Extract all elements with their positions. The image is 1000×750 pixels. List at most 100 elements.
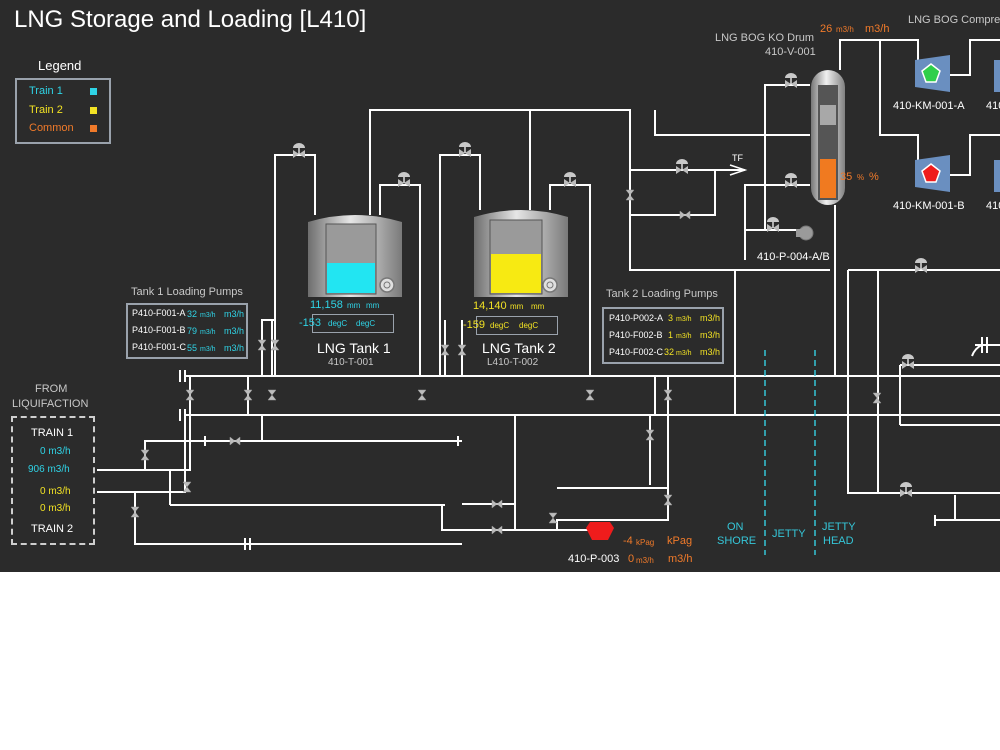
piping-diagram: [97, 39, 1000, 555]
heat-exchanger-fragment: [971, 337, 988, 357]
pump-p003-flow-unit: m3/h: [668, 553, 693, 565]
tank1-temp-box: [312, 314, 394, 333]
tf-label: TF: [732, 153, 743, 163]
tank2-pump-a-unit: m3/h: [700, 313, 721, 323]
pump-p004[interactable]: [796, 225, 814, 241]
liquifaction-title-line2: LIQUIFACTION: [12, 398, 89, 410]
area-boundaries: [764, 350, 816, 555]
compressor-c-tag: 410: [986, 100, 1000, 112]
bog-compressor-a[interactable]: [915, 55, 950, 92]
bog-flow-unit-small: m3/h: [836, 25, 854, 34]
tank2-pumps-title: Tank 2 Loading Pumps: [606, 288, 718, 300]
tank1-pump-b-value: 79: [187, 326, 198, 336]
tank1-temp-unit-small: degC: [328, 319, 348, 328]
legend-train2-swatch: [90, 107, 97, 114]
train2-flow-b: 0 m3/h: [40, 503, 71, 514]
page-title: LNG Storage and Loading [L410]: [14, 6, 367, 33]
pump-p003-pressure-value: -4: [623, 535, 633, 547]
tank1-pump-b-unit: m3/h: [224, 326, 245, 336]
zone-jetty-head-line2: HEAD: [823, 535, 854, 547]
tank2-name: LNG Tank 2: [482, 340, 556, 356]
legend-title: Legend: [38, 58, 82, 73]
bog-level-value: 35: [840, 171, 853, 183]
tank1-name: LNG Tank 1: [317, 340, 391, 356]
bog-level-unit-small: %: [857, 173, 865, 182]
bog-compressor-title: LNG BOG Compre: [908, 14, 1000, 26]
bog-drum-level-fill: [820, 159, 836, 198]
compressor-a-status-icon: [921, 63, 941, 83]
bog-ko-drum[interactable]: [811, 70, 845, 205]
tank1-pumps-title: Tank 1 Loading Pumps: [131, 286, 243, 298]
tank2-pump-b-unit: m3/h: [700, 330, 721, 340]
tank2-pump-a-value: 3: [668, 313, 674, 323]
pump-p003-flow-unit-small: m3/h: [636, 556, 654, 565]
tank2-level-value: 14,140: [473, 300, 507, 312]
tf-arrow-icon: [729, 164, 748, 176]
pump-p003-pressure-unit-small: kPag: [636, 538, 655, 547]
tank1-temp-unit: degC: [356, 319, 376, 328]
bog-compressor-b[interactable]: [915, 155, 950, 192]
tank2-tag: L410-T-002: [487, 357, 539, 368]
legend-common-swatch: [90, 125, 97, 132]
compressor-c-partial: [994, 60, 1000, 92]
lng-tank-1[interactable]: [308, 215, 402, 297]
compressor-b-status-icon: [921, 163, 941, 183]
tank2-pump-c-value: 32: [664, 347, 675, 357]
zone-jetty: JETTY: [772, 528, 806, 540]
pump-p003[interactable]: [586, 522, 614, 540]
zone-jetty-head-line1: JETTY: [822, 521, 856, 533]
compressor-b-tag: 410-KM-001-B: [893, 200, 965, 212]
liquifaction-title-line1: FROM: [35, 383, 68, 395]
tank1-pump-b-tag[interactable]: P410-F001-B: [132, 325, 186, 335]
tank2-pump-b-value: 1: [668, 330, 674, 340]
tank1-pump-c-value: 55: [187, 343, 198, 353]
tank1-pump-b-unit-small: m3/h: [200, 329, 216, 336]
legend-common-label: Common: [29, 122, 74, 134]
tank-1-pump-icon: [379, 277, 395, 293]
tank1-pump-c-tag[interactable]: P410-F001-C: [132, 342, 187, 352]
train2-label: TRAIN 2: [31, 523, 74, 535]
compressor-d-tag: 410: [986, 200, 1000, 212]
tank2-level-unit: mm: [531, 302, 545, 311]
pipework: [97, 39, 1000, 545]
compressor-d-partial: [994, 160, 1000, 192]
bog-flow-value: 26: [820, 23, 833, 35]
tank2-temp-box: [476, 316, 558, 335]
tank1-pump-a-unit: m3/h: [224, 309, 245, 319]
tank2-pump-b-tag[interactable]: P410-F002-B: [609, 330, 663, 340]
train1-flow-a: 0 m3/h: [40, 446, 71, 457]
tank1-pump-a-value: 32: [187, 309, 198, 319]
train1-flow-b: 906 m3/h: [28, 464, 70, 475]
tank1-pump-a-tag[interactable]: P410-F001-A: [132, 308, 186, 318]
zone-onshore-line1: ON: [727, 521, 744, 533]
pump-p003-pressure-unit: kPag: [667, 535, 693, 547]
tank1-level-unit-small: mm: [347, 301, 361, 310]
tank1-level-value: 11,158: [310, 299, 343, 311]
tank2-pumps-box: [602, 307, 724, 364]
legend-train1-swatch: [90, 88, 97, 95]
pump-p004-tag: 410-P-004-A/B: [757, 251, 830, 263]
lng-tank-2[interactable]: [474, 210, 568, 297]
pipe-end-caps: [179, 370, 936, 550]
legend-train1-label: Train 1: [29, 85, 63, 97]
hmi-canvas: LNG Storage and Loading [L410] Legend Tr…: [0, 0, 1000, 572]
pump-p003-flow-value: 0: [628, 553, 635, 565]
tank2-pump-c-unit: m3/h: [700, 347, 721, 357]
tank2-temp-unit-small: degC: [490, 321, 510, 330]
tank1-pump-c-unit-small: m3/h: [200, 346, 216, 353]
bog-drum-tag: 410-V-001: [765, 46, 816, 58]
tank1-tag: 410-T-001: [328, 357, 374, 368]
liquifaction-box: [11, 416, 95, 545]
tank2-pump-a-tag[interactable]: P410-P002-A: [609, 313, 664, 323]
tank2-pump-c-unit-small: m3/h: [676, 350, 692, 357]
tank1-pump-c-unit: m3/h: [224, 343, 245, 353]
train2-flow-a: 0 m3/h: [40, 486, 71, 497]
tank1-level-unit: mm: [366, 301, 380, 310]
tank-2-level-fill: [491, 254, 541, 293]
train1-label: TRAIN 1: [31, 427, 74, 439]
tank2-pump-c-tag[interactable]: P410-F002-C: [609, 347, 664, 357]
tank2-temp-value: -159: [463, 319, 486, 331]
zone-onshore-line2: SHORE: [717, 535, 757, 547]
bog-drum-title: LNG BOG KO Drum: [715, 32, 815, 44]
compressor-a-tag: 410-KM-001-A: [893, 100, 965, 112]
